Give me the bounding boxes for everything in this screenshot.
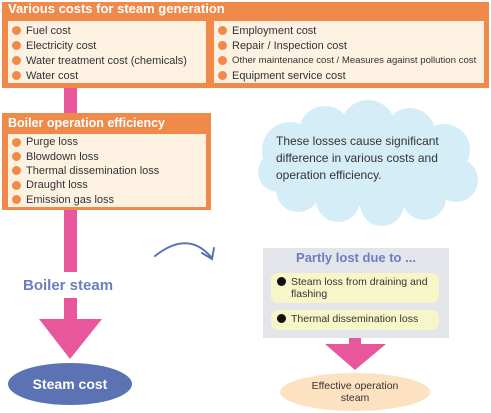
connector-bar-top: [64, 88, 77, 113]
bullet-icon: [277, 277, 286, 286]
bullet-icon: [277, 314, 286, 323]
loss-item: Draught loss: [8, 178, 206, 192]
effective-steam-ellipse: Effective operation steam: [280, 373, 430, 411]
loss-item: Purge loss: [8, 135, 206, 149]
bullet-icon: [12, 195, 21, 205]
cost-item: Repair / Inspection cost: [214, 38, 484, 53]
curved-arrow-icon: [154, 242, 215, 261]
pink-down-arrow: [39, 319, 102, 359]
pink-down-arrow-small: [325, 344, 386, 370]
steam-cost-label: Steam cost: [32, 376, 108, 392]
steam-cost-ellipse: Steam cost: [8, 363, 132, 405]
cost-item: Other maintenance cost / Measures agains…: [214, 53, 484, 68]
bullet-icon: [12, 26, 21, 35]
loss-item: Thermal dissemination loss: [8, 164, 206, 178]
bullet-icon: [12, 56, 21, 65]
cost-item: Employment cost: [214, 23, 484, 38]
cost-item: Water cost: [8, 68, 206, 83]
lost-item-draining: Steam loss from draining and flashing: [271, 273, 439, 303]
bullet-icon: [12, 180, 21, 190]
bullet-icon: [12, 41, 21, 50]
cost-item: Fuel cost: [8, 23, 206, 38]
cloud-shape: [258, 100, 478, 226]
costs-right-panel: Employment cost Repair / Inspection cost…: [214, 21, 484, 83]
cost-item: Water treatment cost (chemicals): [8, 53, 206, 68]
connector-bar-middle: [64, 210, 77, 272]
loss-item: Blowdown loss: [8, 149, 206, 163]
cost-item: Equipment service cost: [214, 68, 484, 83]
costs-title: Various costs for steam generation: [8, 1, 225, 16]
bullet-icon: [218, 71, 227, 80]
lost-item-thermal: Thermal dissemination loss: [271, 310, 439, 330]
bullet-icon: [12, 152, 21, 162]
boiler-steam-label: Boiler steam: [23, 277, 114, 294]
efficiency-panel: Purge loss Blowdown loss Thermal dissemi…: [8, 134, 206, 207]
cost-item: Electricity cost: [8, 38, 206, 53]
bullet-icon: [218, 26, 227, 35]
cloud-text: These losses cause significant differenc…: [276, 134, 439, 182]
bullet-icon: [218, 41, 227, 50]
loss-item: Emission gas loss: [8, 193, 206, 207]
pink-arrow-stem: [349, 337, 361, 345]
partly-lost-title: Partly lost due to ...: [296, 250, 416, 265]
costs-left-panel: Fuel cost Electricity cost Water treatme…: [8, 21, 206, 83]
effective-steam-label: Effective operation steam: [311, 380, 399, 404]
bullet-icon: [12, 166, 21, 176]
bullet-icon: [218, 56, 227, 65]
bullet-icon: [12, 71, 21, 80]
bullet-icon: [12, 137, 21, 147]
connector-bar-bottom: [64, 298, 77, 320]
efficiency-title: Boiler operation efficiency: [8, 116, 165, 130]
